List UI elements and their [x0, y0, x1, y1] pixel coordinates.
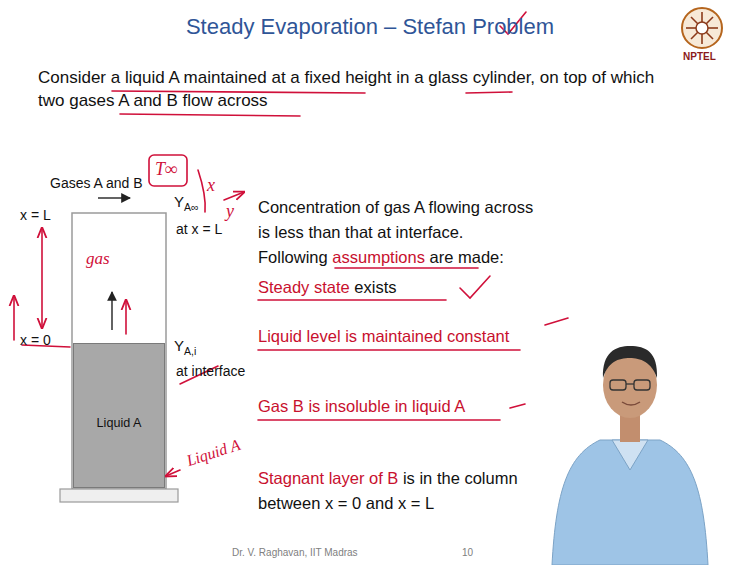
pen-note: gas [86, 249, 110, 268]
pen-note-group: y [226, 200, 234, 223]
glass-cylinder [60, 213, 178, 502]
page-number-group: 10 [462, 546, 473, 559]
assumption-item: Steady state [258, 278, 350, 296]
pen-note-group: T∞ [155, 158, 178, 181]
pen-note-group: x [207, 174, 215, 197]
intro-text-group: Consider a liquid A maintained at a fixe… [38, 66, 668, 112]
condition-label: at x = L [176, 221, 222, 237]
position-label-group: x = 0 [20, 331, 51, 349]
flow-arrow [98, 197, 130, 198]
position-label: x = L [20, 207, 51, 223]
condition-label-group: at x = L [176, 220, 222, 238]
pen-note: y [226, 201, 234, 221]
concentration-symbol: A∞ [184, 201, 199, 213]
footer-text: Dr. V. Raghavan, IIT Madras [232, 547, 358, 558]
body-text: Following [258, 248, 328, 266]
pen-note-group: Liquid A [184, 435, 243, 472]
concentration-symbol-group: YA∞ [174, 192, 199, 215]
pen-note: T∞ [155, 159, 178, 179]
concentration-symbol-group: YA,i [174, 336, 196, 359]
diffusion-arrow [111, 292, 112, 330]
logo-text-group: NPTEL [683, 50, 716, 63]
body-text: Concentration of gas A flowing across is… [258, 198, 533, 241]
concentration-symbol: A,i [184, 345, 196, 357]
page-number: 10 [462, 547, 473, 558]
concentration-symbol: Y [174, 193, 184, 210]
assumption-item: Liquid level is maintained constant [258, 327, 509, 345]
assumption-item-group: Stagnant layer of Bis in the column betw… [258, 466, 538, 516]
assumption-item-group: Liquid level is maintained constant [258, 326, 509, 347]
flow-label: Gases A and B [50, 175, 143, 191]
condition-label: at interface [176, 363, 245, 379]
intro-text: Consider a liquid A maintained at a fixe… [38, 68, 654, 110]
assumption-item-group: Gas B is insoluble in liquid A [258, 396, 465, 417]
concentration-symbol: Y [174, 337, 184, 354]
position-label: x = 0 [20, 332, 51, 348]
nptel-logo [682, 8, 722, 48]
presenter-figure [552, 346, 708, 565]
position-label-group: x = L [20, 206, 51, 224]
footer-text-group: Dr. V. Raghavan, IIT Madras [232, 546, 358, 559]
body-text-group: Concentration of gas A flowing across is… [258, 195, 548, 245]
node-text: Liquid A [74, 416, 164, 430]
condition-label-group: at interface [176, 362, 245, 380]
assumption-item-group: Steady stateexists [258, 277, 397, 298]
body-text: are made: [430, 248, 504, 266]
liquid-region: Liquid A [73, 343, 165, 488]
logo-text: NPTEL [683, 51, 716, 62]
pen-note: Liquid A [184, 436, 242, 469]
flow-label-group: Gases A and B [50, 174, 143, 192]
body-text-group: Followingassumptions are made: [258, 245, 558, 270]
assumption-item: Gas B is insoluble in liquid A [258, 397, 465, 415]
assumption-item: Stagnant layer of B [258, 469, 398, 487]
pen-note-group: gas [86, 248, 110, 270]
slide-title: Steady Evaporation – Stefan Problem [0, 14, 740, 40]
assumption-item: exists [354, 278, 396, 296]
pen-note: x [207, 175, 215, 195]
body-text: assumptions [332, 248, 425, 266]
